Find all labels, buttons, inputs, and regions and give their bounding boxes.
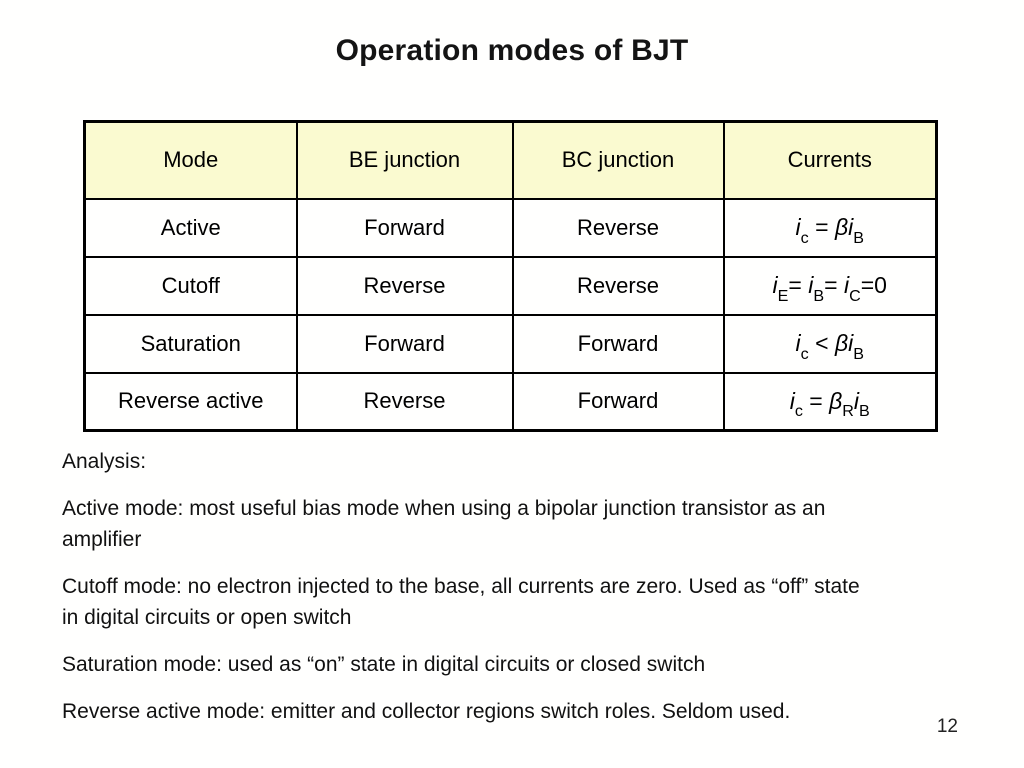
cell-be-junction: Forward	[295, 197, 514, 258]
analysis-paragraph-active: Active mode: most useful bias mode when …	[62, 497, 826, 551]
cell-bc-junction: Forward	[511, 313, 725, 374]
analysis-paragraph-cutoff: Cutoff mode: no electron injected to the…	[62, 575, 860, 629]
table-row-saturation: Saturation Forward Forward ic < βiB	[83, 313, 938, 374]
analysis-heading: Analysis:	[62, 450, 147, 473]
analysis-paragraph-saturation: Saturation mode: used as “on” state in d…	[62, 653, 706, 676]
formula-active: ic = βiB	[795, 214, 864, 247]
cell-mode: Cutoff	[83, 255, 298, 316]
table-row-cutoff: Cutoff Reverse Reverse iE= iB= iC=0	[83, 255, 938, 316]
analysis-section: Analysis: Active mode: most useful bias …	[62, 446, 967, 743]
formula-reverse-active: ic = βRiB	[789, 387, 870, 421]
formula-saturation: ic < βiB	[795, 330, 864, 363]
cell-mode: Reverse active	[83, 371, 298, 432]
page-number: 12	[936, 716, 958, 737]
table-row-reverse-active: Reverse active Reverse Forward ic = βRiB	[83, 371, 938, 432]
cell-bc-junction: Reverse	[511, 255, 725, 316]
formula-cutoff: iE= iB= iC=0	[772, 272, 887, 305]
header-be-junction: BE junction	[295, 120, 514, 200]
analysis-paragraph-reverse-active: Reverse active mode: emitter and collect…	[62, 700, 791, 723]
table-row-active: Active Forward Reverse ic = βiB	[83, 197, 938, 258]
header-mode: Mode	[83, 120, 298, 200]
cell-mode: Active	[83, 197, 298, 258]
cell-current-formula: ic = βiB	[722, 197, 938, 258]
table-header-row: Mode BE junction BC junction Currents	[83, 120, 938, 200]
cell-current-formula: ic < βiB	[722, 313, 938, 374]
cell-mode: Saturation	[83, 313, 298, 374]
cell-current-formula: iE= iB= iC=0	[722, 255, 938, 316]
cell-bc-junction: Forward	[511, 371, 725, 432]
bjt-modes-table: Mode BE junction BC junction Currents Ac…	[83, 120, 938, 432]
slide-title: Operation modes of BJT	[335, 34, 689, 67]
cell-bc-junction: Reverse	[511, 197, 725, 258]
header-bc-junction: BC junction	[511, 120, 725, 200]
header-currents: Currents	[722, 120, 938, 200]
cell-be-junction: Forward	[295, 313, 514, 374]
cell-current-formula: ic = βRiB	[722, 371, 938, 432]
cell-be-junction: Reverse	[295, 255, 514, 316]
cell-be-junction: Reverse	[295, 371, 514, 432]
